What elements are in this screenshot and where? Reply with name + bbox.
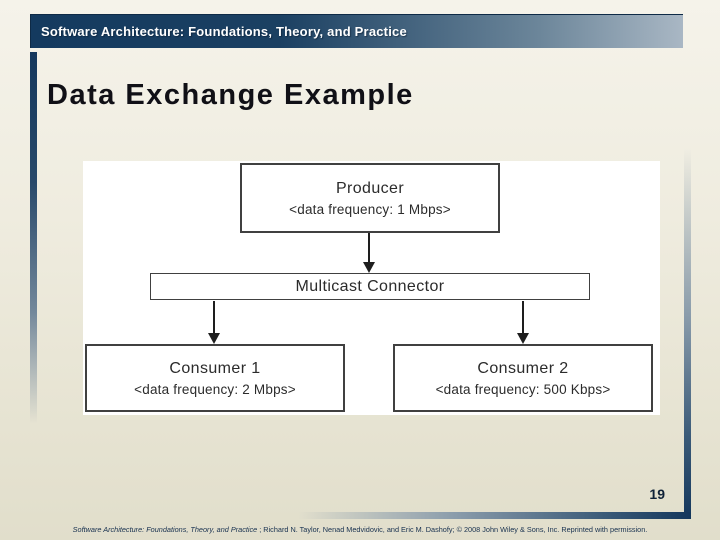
edge-producer-to-connector-line (368, 233, 370, 264)
consumer-2-annotation: <data frequency: 500 Kbps> (435, 381, 611, 397)
footer-credit-rest: ; Richard N. Taylor, Nenad Medvidovic, a… (257, 525, 648, 534)
producer-label: Producer (335, 179, 405, 197)
edge-connector-to-consumer2-arrowhead-icon (517, 333, 529, 344)
slide-title: Data Exchange Example (47, 79, 414, 111)
right-accent-bar (684, 148, 691, 519)
diagram-node-consumer-1: Consumer 1 <data frequency: 2 Mbps> (85, 344, 345, 412)
diagram-node-producer: Producer <data frequency: 1 Mbps> (240, 163, 500, 233)
slide-header-bar: Software Architecture: Foundations, Theo… (30, 14, 683, 48)
consumer-1-annotation: <data frequency: 2 Mbps> (134, 381, 296, 397)
slide-header-title: Software Architecture: Foundations, Theo… (41, 24, 407, 39)
left-accent-bar (30, 52, 37, 424)
producer-annotation: <data frequency: 1 Mbps> (289, 201, 451, 217)
consumer-2-label: Consumer 2 (477, 359, 569, 377)
page-number: 19 (649, 486, 665, 502)
consumer-1-label: Consumer 1 (169, 359, 261, 377)
bottom-accent-bar (298, 512, 691, 519)
edge-connector-to-consumer1-arrowhead-icon (208, 333, 220, 344)
footer-credit: Software Architecture: Foundations, Theo… (0, 525, 720, 534)
multicast-connector-label: Multicast Connector (295, 277, 445, 295)
edge-producer-to-connector-arrowhead-icon (363, 262, 375, 273)
edge-connector-to-consumer2-line (522, 301, 524, 334)
footer-book-title: Software Architecture: Foundations, Theo… (72, 525, 258, 534)
diagram-node-multicast-connector: Multicast Connector (150, 273, 590, 300)
edge-connector-to-consumer1-line (213, 301, 215, 334)
diagram-node-consumer-2: Consumer 2 <data frequency: 500 Kbps> (393, 344, 653, 412)
